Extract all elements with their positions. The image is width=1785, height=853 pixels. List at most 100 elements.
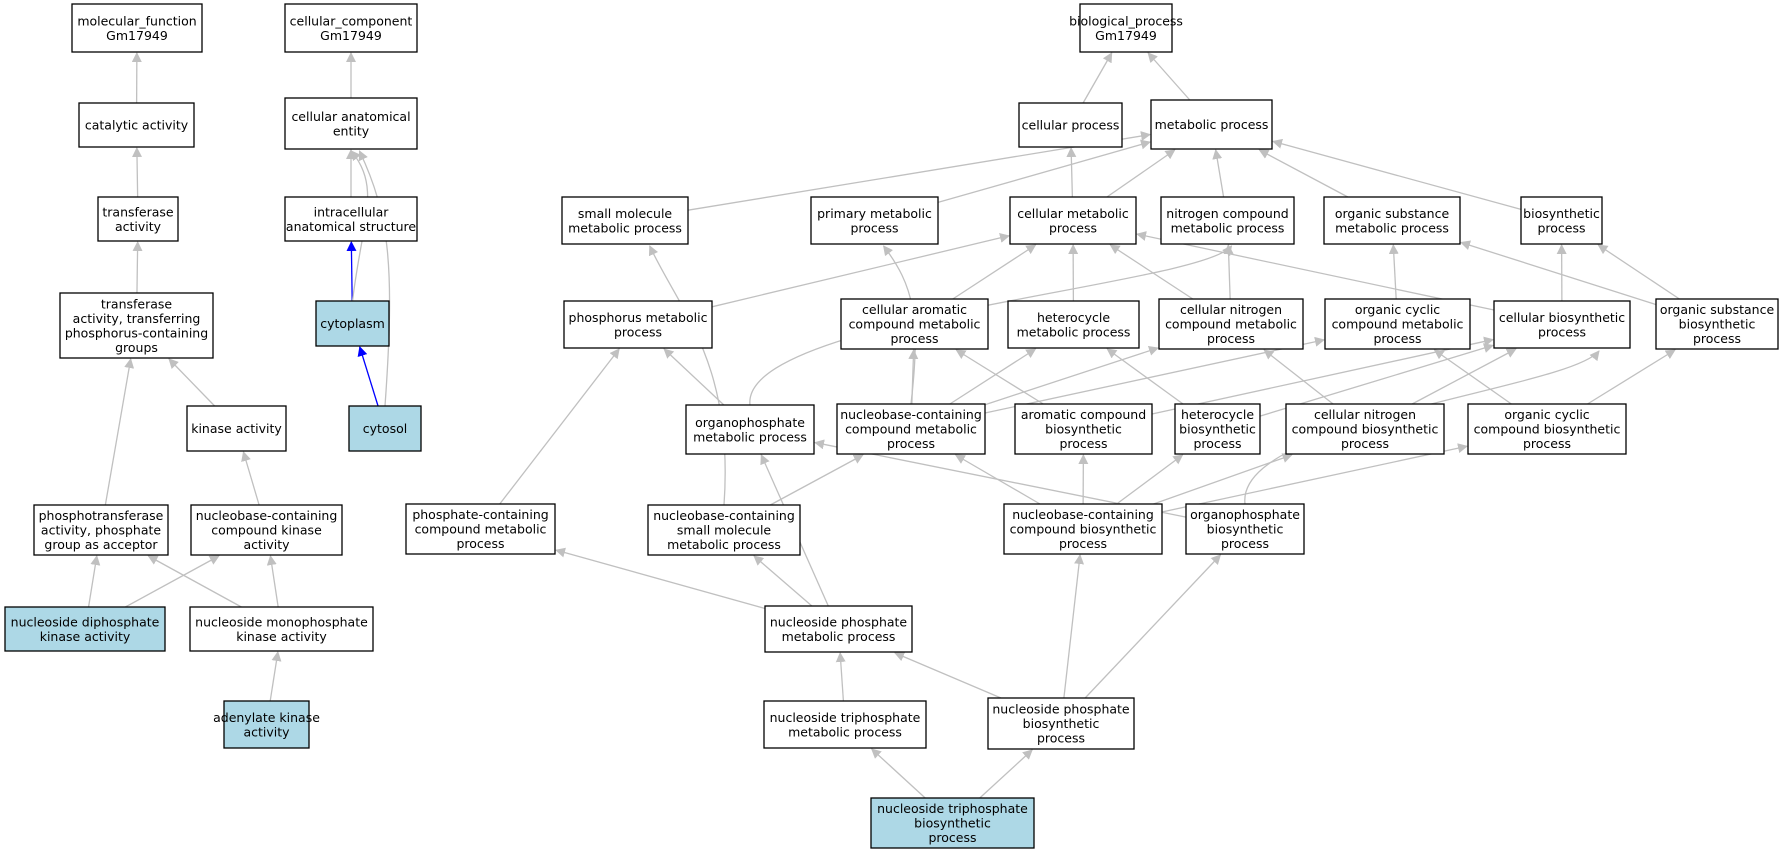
node-label-line: process bbox=[1207, 331, 1255, 346]
node-label-line: compound kinase bbox=[211, 523, 322, 538]
node-label-line: Gm17949 bbox=[320, 28, 382, 43]
node-label-line: process bbox=[1538, 324, 1586, 339]
edge-occbp-to-occmp bbox=[1433, 349, 1512, 405]
node-label-line: metabolic process bbox=[1171, 220, 1285, 235]
node-label-line: nitrogen compound bbox=[1166, 206, 1288, 221]
node-label-line: nucleoside triphosphate bbox=[877, 801, 1028, 816]
node-label-line: compound metabolic bbox=[845, 422, 977, 437]
node-label-line: nucleobase-containing bbox=[840, 407, 982, 422]
node-label-line: biosynthetic bbox=[1179, 422, 1256, 437]
edge-nccbp-to-cncbp bbox=[1153, 453, 1293, 505]
node-label-line: biosynthetic bbox=[1045, 422, 1122, 437]
node-label-line: process bbox=[1537, 220, 1585, 235]
node-label-line: nucleobase-containing bbox=[653, 508, 795, 523]
edge-tapg-to-ta bbox=[132, 241, 143, 294]
edge-cbp-to-cmp bbox=[1136, 231, 1495, 311]
edge-occmp-to-osmp bbox=[1388, 244, 1399, 300]
node-label-line: phosphorus metabolic bbox=[569, 310, 708, 325]
edge-bsp-to-mp bbox=[1272, 138, 1522, 211]
edge-cmp-to-mp bbox=[1106, 149, 1176, 198]
node-label-line: nucleoside triphosphate bbox=[770, 710, 921, 725]
node-box bbox=[1467, 403, 1627, 455]
edge-osbp-to-osmp bbox=[1460, 240, 1657, 306]
edge-cp-to-bp bbox=[1082, 52, 1113, 104]
edge-cacmp-to-cmp bbox=[952, 244, 1037, 300]
node-label-line: cytosol bbox=[363, 421, 407, 436]
node-mp[interactable]: metabolic process bbox=[1150, 99, 1273, 150]
node-label-line: nucleobase-containing bbox=[1012, 507, 1154, 522]
node-box bbox=[284, 196, 418, 242]
node-label-line: process bbox=[1523, 436, 1571, 451]
node-box bbox=[561, 196, 689, 245]
node-box bbox=[1174, 403, 1261, 455]
node-ca[interactable]: catalytic activity bbox=[78, 102, 195, 148]
node-label-line: cellular biosynthetic bbox=[1499, 310, 1625, 325]
edge-cytosol-to-cae bbox=[358, 150, 391, 407]
edge-ntmp-to-npmp bbox=[835, 652, 846, 702]
node-cytosol[interactable]: cytosol bbox=[348, 405, 422, 452]
edge-acbp-to-cbp bbox=[1151, 336, 1494, 415]
node-label-line: nucleoside diphosphate bbox=[11, 614, 160, 629]
node-ntbp[interactable]: nucleoside triphosphatebiosyntheticproce… bbox=[870, 797, 1035, 849]
edge-ka-to-tapg bbox=[168, 358, 216, 407]
node-box bbox=[284, 97, 418, 150]
node-label-line: biological_process bbox=[1069, 13, 1183, 28]
edge-osmp-to-mp bbox=[1258, 149, 1349, 198]
node-label-line: organic cyclic bbox=[1355, 302, 1440, 317]
node-box bbox=[1158, 298, 1304, 350]
node-cp[interactable]: cellular process bbox=[1018, 102, 1123, 148]
node-label-line: process bbox=[928, 830, 976, 845]
node-ka[interactable]: kinase activity bbox=[186, 405, 287, 452]
edge-cncbp-to-cbp bbox=[1411, 348, 1517, 405]
node-label-line: organophosphate bbox=[1190, 507, 1300, 522]
node-label-line: process bbox=[1049, 220, 1097, 235]
node-label-line: process bbox=[614, 324, 662, 339]
edge-ncka-to-ka bbox=[241, 451, 260, 506]
node-cyto[interactable]: cytoplasm bbox=[315, 300, 390, 347]
edge-opmp-to-phmp bbox=[663, 348, 725, 406]
node-label-line: nucleoside monophosphate bbox=[195, 614, 368, 629]
edge-nccmp-to-hmp bbox=[949, 348, 1037, 405]
node-label-line: cellular nitrogen bbox=[1180, 302, 1282, 317]
